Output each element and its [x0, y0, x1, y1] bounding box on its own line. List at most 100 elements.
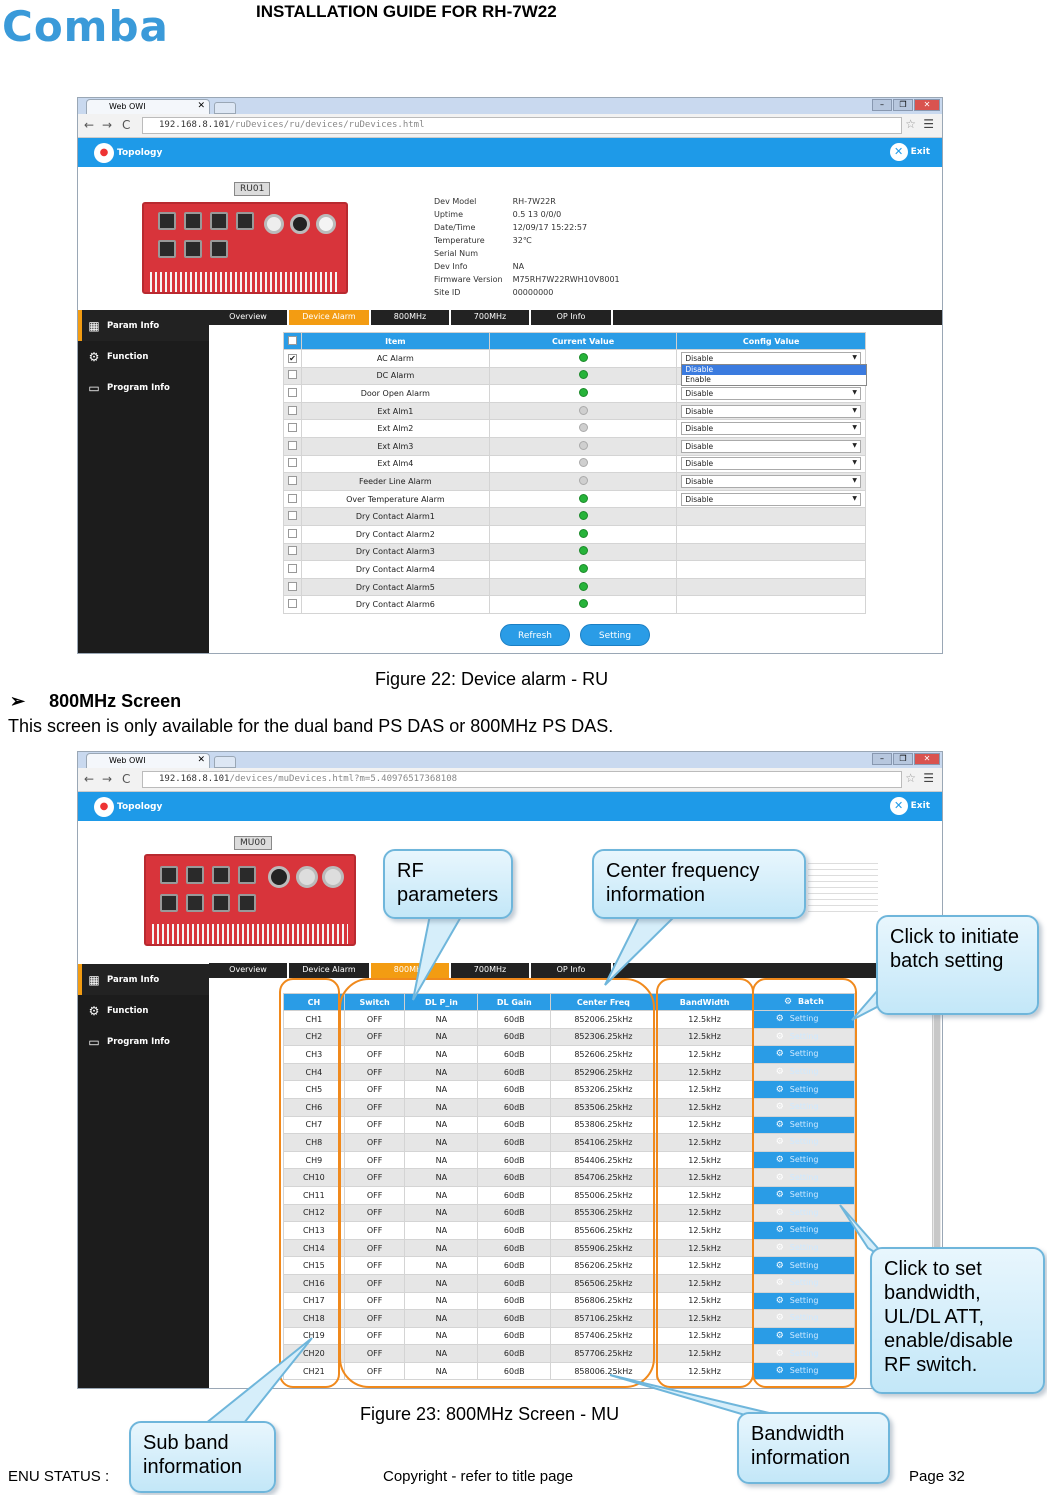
- tab-overview[interactable]: Overview: [209, 310, 289, 325]
- back-icon[interactable]: ←: [84, 772, 95, 786]
- forward-icon[interactable]: →: [102, 118, 113, 132]
- url-input[interactable]: 192.168.8.101/devices/muDevices.html?m=5…: [142, 771, 902, 788]
- setting-button[interactable]: Setting: [789, 1155, 819, 1165]
- row-checkbox[interactable]: [287, 440, 297, 450]
- row-checkbox[interactable]: [287, 563, 297, 573]
- setting-button[interactable]: Setting: [789, 1330, 819, 1340]
- setting-button[interactable]: Setting: [789, 1348, 819, 1358]
- tab-device-alarm[interactable]: Device Alarm: [289, 310, 371, 325]
- tab-op-info[interactable]: OP Info: [531, 310, 613, 325]
- config-select[interactable]: Disable: [681, 404, 861, 418]
- row-checkbox[interactable]: [287, 475, 297, 485]
- row-checkbox[interactable]: [287, 370, 297, 380]
- tab-700mhz[interactable]: 700MHz: [451, 310, 531, 325]
- setting-button[interactable]: Setting: [789, 1067, 819, 1077]
- tab-close-icon[interactable]: ✕: [197, 101, 205, 111]
- config-select[interactable]: Disable: [681, 457, 861, 471]
- config-select[interactable]: Disable: [681, 351, 861, 365]
- sidebar-item-param-info[interactable]: ▦Param Info: [78, 964, 209, 995]
- new-tab-button[interactable]: [214, 756, 236, 768]
- tab-700mhz[interactable]: 700MHz: [451, 963, 531, 978]
- setting-button[interactable]: Setting: [789, 1225, 819, 1235]
- bookmark-star-icon[interactable]: ☆: [905, 771, 916, 785]
- bookmark-star-icon[interactable]: ☆: [905, 117, 916, 131]
- setting-button[interactable]: Setting: [789, 1119, 819, 1129]
- setting-button[interactable]: Setting: [789, 1313, 819, 1323]
- tab-overview[interactable]: Overview: [209, 963, 289, 978]
- tab-op-info[interactable]: OP Info: [531, 963, 613, 978]
- reload-icon[interactable]: C: [122, 118, 131, 132]
- row-checkbox[interactable]: [287, 581, 297, 591]
- table-row: ✔AC AlarmDisableDisableEnable: [283, 349, 868, 386]
- table-scrollbar[interactable]: [932, 993, 941, 1388]
- setting-button[interactable]: Setting: [789, 1014, 819, 1024]
- row-checkbox[interactable]: [287, 493, 297, 503]
- setting-button[interactable]: Setting: [789, 1049, 819, 1059]
- setting-button[interactable]: Setting: [580, 624, 650, 646]
- config-select[interactable]: Disable: [681, 474, 861, 488]
- row-checkbox[interactable]: [287, 387, 297, 397]
- browser-tab[interactable]: Web OWI ✕: [86, 753, 210, 768]
- exit-button[interactable]: ✕Exit: [889, 143, 930, 161]
- tab-close-icon[interactable]: ✕: [197, 755, 205, 765]
- setting-button[interactable]: Setting: [789, 1366, 819, 1376]
- column-header[interactable]: ⚙Batch: [752, 993, 856, 1011]
- browser-tab[interactable]: Web OWI ✕: [86, 99, 210, 114]
- setting-button[interactable]: Setting: [789, 1102, 819, 1112]
- row-checkbox[interactable]: ✔: [287, 353, 297, 363]
- tab-800mhz[interactable]: 800MHz: [371, 310, 451, 325]
- dl-p-in-cell: NA: [404, 1238, 479, 1258]
- setting-button[interactable]: Setting: [789, 1260, 819, 1270]
- forward-icon[interactable]: →: [102, 772, 113, 786]
- row-checkbox[interactable]: [287, 599, 297, 609]
- setting-button[interactable]: Setting: [789, 1137, 819, 1147]
- select-all-checkbox[interactable]: [287, 335, 297, 345]
- sidebar-item-program-info[interactable]: ▭Program Info: [78, 372, 209, 403]
- tab-device-alarm[interactable]: Device Alarm: [289, 963, 371, 978]
- minimize-icon[interactable]: –: [872, 753, 892, 765]
- setting-button[interactable]: Setting: [789, 1031, 819, 1041]
- restore-icon[interactable]: ❐: [893, 99, 913, 111]
- sidebar-item-program-info[interactable]: ▭Program Info: [78, 1026, 209, 1057]
- setting-button[interactable]: Setting: [789, 1243, 819, 1253]
- setting-button[interactable]: Setting: [789, 1295, 819, 1305]
- sidebar-item-function[interactable]: ⚙Function: [78, 341, 209, 372]
- new-tab-button[interactable]: [214, 102, 236, 114]
- refresh-button[interactable]: Refresh: [500, 624, 570, 646]
- scrollbar-thumb[interactable]: [934, 996, 940, 1388]
- setting-button[interactable]: Setting: [789, 1278, 819, 1288]
- close-window-icon[interactable]: ✕: [914, 99, 940, 111]
- setting-button[interactable]: Setting: [789, 1172, 819, 1182]
- tab-800mhz[interactable]: 800MHz: [371, 963, 451, 978]
- sidebar-item-function[interactable]: ⚙Function: [78, 995, 209, 1026]
- back-icon[interactable]: ←: [84, 118, 95, 132]
- browser-menu-icon[interactable]: ☰: [923, 771, 934, 785]
- topology-button[interactable]: ●Topology: [94, 143, 162, 163]
- dropdown-option[interactable]: Enable: [685, 375, 711, 384]
- restore-icon[interactable]: ❐: [893, 753, 913, 765]
- row-checkbox[interactable]: [287, 528, 297, 538]
- minimize-icon[interactable]: –: [872, 99, 892, 111]
- browser-menu-icon[interactable]: ☰: [923, 117, 934, 131]
- topology-button[interactable]: ●Topology: [94, 797, 162, 817]
- row-checkbox[interactable]: [287, 405, 297, 415]
- config-select[interactable]: Disable: [681, 422, 861, 436]
- config-select[interactable]: Disable: [681, 492, 861, 506]
- exit-button[interactable]: ✕Exit: [889, 797, 930, 815]
- row-checkbox[interactable]: [287, 458, 297, 468]
- config-select[interactable]: Disable: [681, 386, 861, 400]
- row-checkbox[interactable]: [287, 423, 297, 433]
- close-window-icon[interactable]: ✕: [914, 753, 940, 765]
- sidebar-item-param-info[interactable]: ▦Param Info: [78, 310, 209, 341]
- batch-button[interactable]: Batch: [798, 997, 824, 1006]
- dropdown-option[interactable]: Disable: [682, 365, 867, 375]
- config-select[interactable]: Disable: [681, 439, 861, 453]
- reload-icon[interactable]: C: [122, 772, 131, 786]
- setting-button[interactable]: Setting: [789, 1084, 819, 1094]
- row-checkbox[interactable]: [287, 511, 297, 521]
- setting-button[interactable]: Setting: [789, 1190, 819, 1200]
- setting-button[interactable]: Setting: [789, 1207, 819, 1217]
- row-checkbox[interactable]: [287, 546, 297, 556]
- url-input[interactable]: 192.168.8.101/ruDevices/ru/devices/ruDev…: [142, 117, 902, 134]
